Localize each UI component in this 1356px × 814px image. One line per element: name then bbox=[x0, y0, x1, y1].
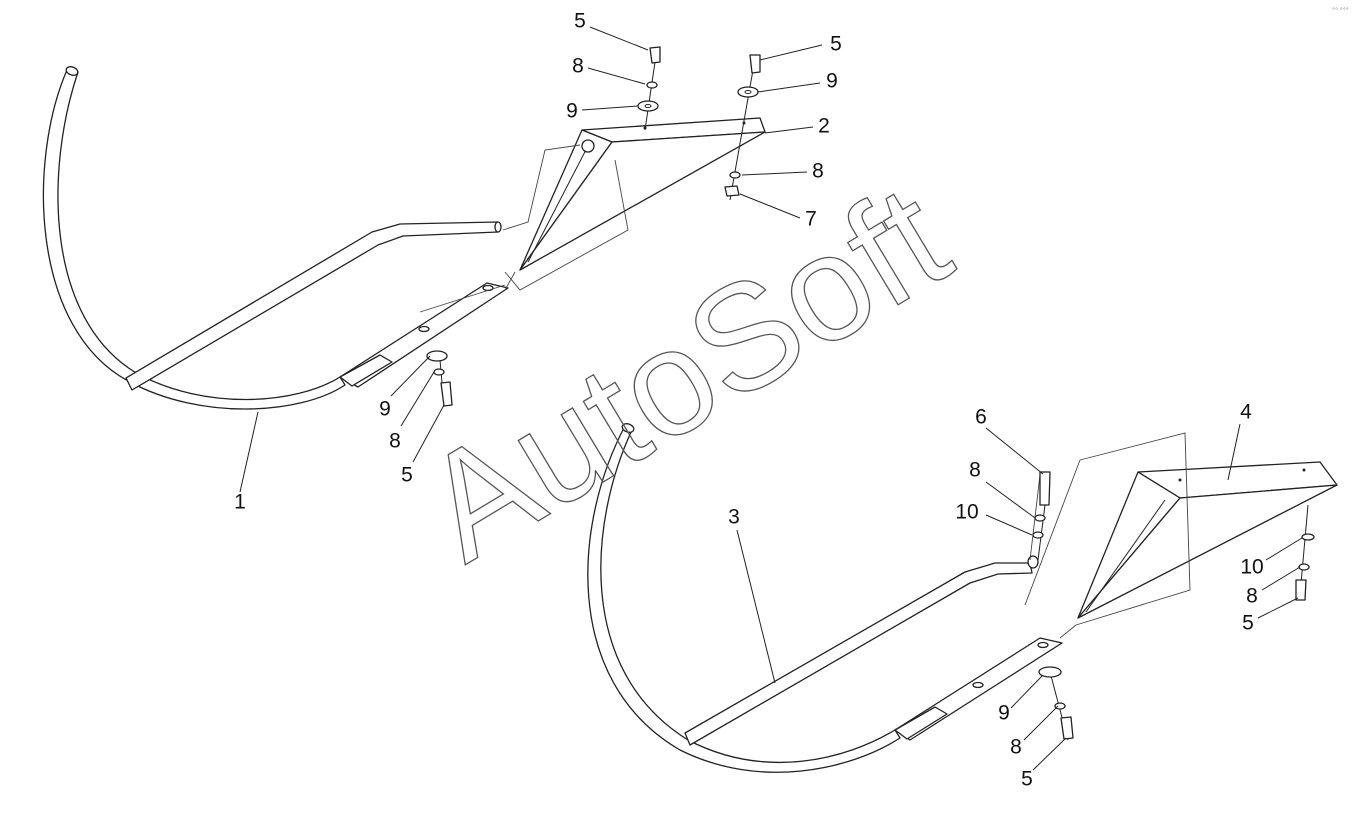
part-1-mounting-plate bbox=[339, 282, 509, 388]
callout-5: 5 bbox=[1242, 612, 1254, 635]
upper-hardware bbox=[426, 46, 761, 407]
callout-9: 9 bbox=[826, 70, 838, 93]
callout-10: 10 bbox=[1240, 556, 1263, 579]
callout-5: 5 bbox=[401, 464, 413, 487]
part-2-wedge-guard bbox=[519, 117, 766, 271]
callout-4: 4 bbox=[1240, 401, 1252, 424]
callout-8: 8 bbox=[572, 55, 584, 78]
part-1-curved-tube-frame bbox=[42, 66, 502, 410]
callout-labels: 5 5 8 9 9 2 8 7 9 8 5 1 6 8 10 3 4 10 8 … bbox=[234, 10, 1264, 791]
callout-10: 10 bbox=[955, 501, 978, 524]
part-4-wedge-guard bbox=[1077, 461, 1338, 619]
callout-5: 5 bbox=[830, 33, 842, 56]
callout-5: 5 bbox=[574, 10, 586, 33]
callout-3: 3 bbox=[728, 506, 740, 529]
callout-9: 9 bbox=[379, 398, 391, 421]
part-3-mounting-plate bbox=[894, 637, 1063, 741]
lower-hardware bbox=[1032, 471, 1315, 741]
callout-8: 8 bbox=[389, 430, 401, 453]
callout-8: 8 bbox=[1010, 736, 1022, 759]
lower-assembly-dashed-guides bbox=[1024, 432, 1191, 639]
callout-9: 9 bbox=[566, 100, 578, 123]
callout-9: 9 bbox=[998, 702, 1010, 725]
callout-6: 6 bbox=[975, 406, 987, 429]
callout-2: 2 bbox=[818, 115, 830, 138]
watermark-text: AutoSoft bbox=[395, 152, 975, 592]
callout-5: 5 bbox=[1021, 768, 1033, 791]
callout-7: 7 bbox=[805, 208, 817, 231]
corner-mark: °° °°° bbox=[1332, 7, 1349, 14]
callout-8: 8 bbox=[1246, 585, 1258, 608]
leader-lines bbox=[239, 26, 1303, 771]
callout-8: 8 bbox=[969, 459, 981, 482]
callout-8: 8 bbox=[812, 160, 824, 183]
callout-1: 1 bbox=[234, 491, 246, 514]
upper-assembly-dashed-guides bbox=[419, 144, 629, 313]
part-3-curved-tube-frame bbox=[587, 423, 1039, 773]
